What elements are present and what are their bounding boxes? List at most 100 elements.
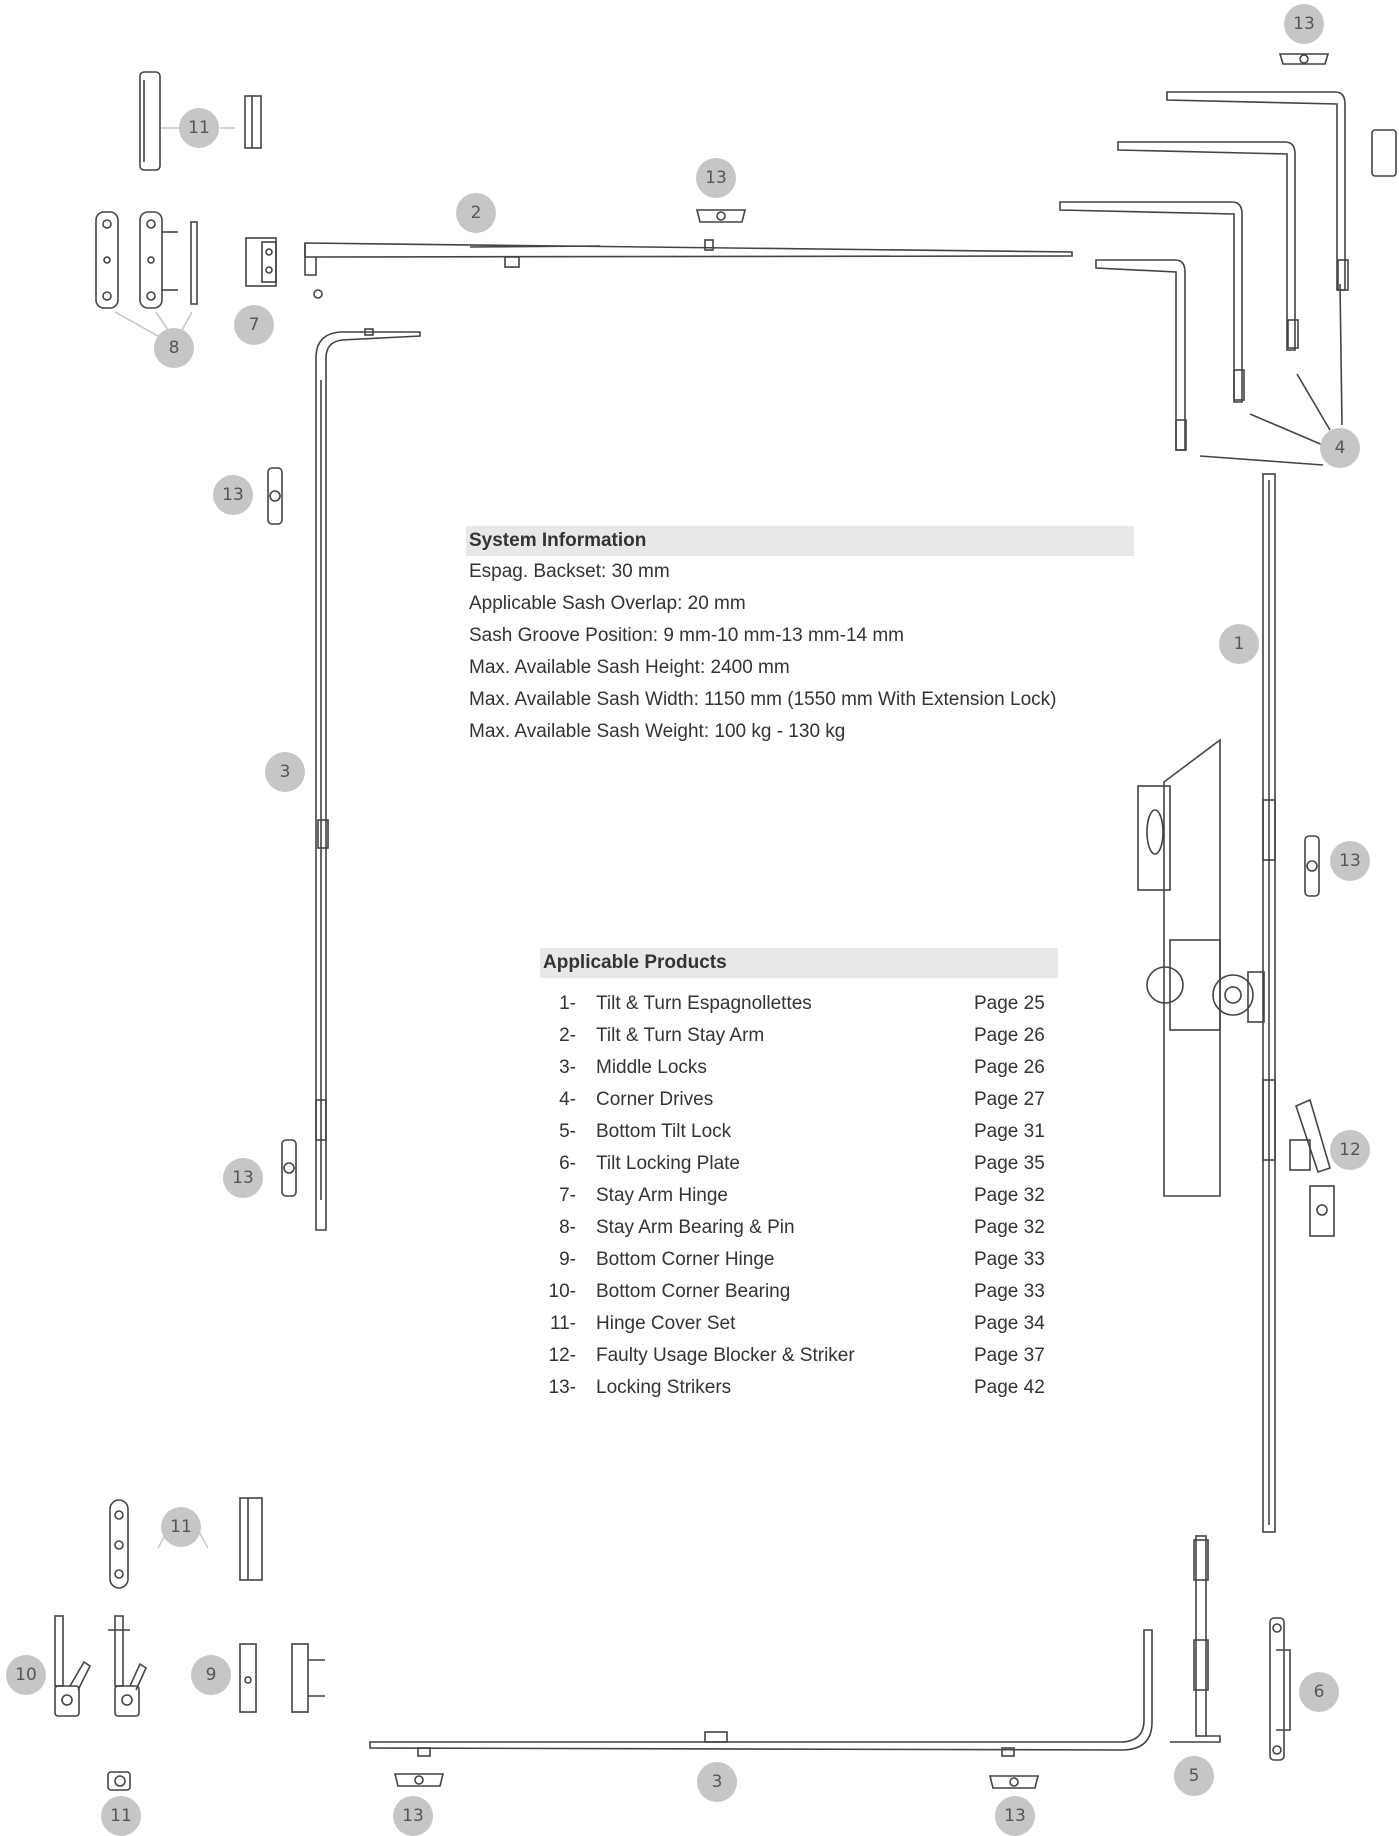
product-row: 9- Bottom Corner Hinge Page 33 [540,1244,1058,1276]
product-number: 11- [549,1313,576,1334]
callout-badge-5: 5 [1174,1756,1214,1796]
locking-striker-part [281,1139,297,1197]
product-page: Page 33 [974,1249,1045,1270]
product-name: Bottom Corner Hinge [596,1249,775,1270]
locking-striker-part [267,467,283,525]
product-page: Page 32 [974,1217,1045,1238]
hinge-cover-bottom-part [107,1497,263,1791]
product-page: Page 25 [974,993,1045,1014]
faulty-usage-blocker-part [1289,1098,1335,1237]
product-name: Stay Arm Hinge [596,1185,728,1206]
product-name: Faulty Usage Blocker & Striker [596,1345,855,1366]
middle-lock-left-part [315,328,421,1231]
product-row: 12- Faulty Usage Blocker & Striker Page 37 [540,1340,1058,1372]
product-name: Tilt & Turn Stay Arm [596,1025,765,1046]
info-line: Max. Available Sash Width: 1150 mm (1550… [469,689,1057,710]
product-number: 5- [559,1121,576,1142]
product-number: 7- [559,1185,576,1206]
info-line: Applicable Sash Overlap: 20 mm [469,593,746,614]
callout-badge-6: 6 [1299,1672,1339,1712]
product-row: 6- Tilt Locking Plate Page 35 [540,1148,1058,1180]
callout-badge-13: 13 [1330,841,1370,881]
product-number: 13- [548,1377,576,1398]
info-line: Max. Available Sash Weight: 100 kg - 130… [469,721,846,742]
callout-badge-11: 11 [161,1507,201,1547]
stay-arm-part [304,239,1073,299]
info-line: Max. Available Sash Height: 2400 mm [469,657,790,678]
product-row: 11- Hinge Cover Set Page 34 [540,1308,1058,1340]
product-page: Page 35 [974,1153,1045,1174]
callout-badge-12: 12 [1330,1130,1370,1170]
applicable-products: Applicable Products 1- Tilt & Turn Espagn… [540,948,1058,1404]
product-number: 10- [548,1281,576,1302]
bottom-tilt-lock-part [1170,1535,1221,1743]
product-name: Bottom Tilt Lock [596,1121,732,1142]
product-name: Tilt & Turn Espagnollettes [596,993,812,1014]
product-page: Page 27 [974,1089,1045,1110]
callout-badge-13: 13 [1284,4,1324,44]
product-page: Page 33 [974,1281,1045,1302]
bottom-corner-hinge-part [239,1643,325,1713]
product-row: 5- Bottom Tilt Lock Page 31 [540,1116,1058,1148]
lock-case-part [1137,738,1265,1197]
callout-badge-11: 11 [179,108,219,148]
product-name: Tilt Locking Plate [596,1153,740,1174]
espagnolette-part [1262,473,1276,1533]
product-number: 3- [559,1057,576,1078]
stay-arm-bearing-part [95,211,198,309]
product-row: 1- Tilt & Turn Espagnollettes Page 25 [540,988,1058,1020]
callout-badge-7: 7 [234,305,274,345]
product-number: 12- [548,1345,576,1366]
product-row: 13- Locking Strikers Page 42 [540,1372,1058,1404]
callout-badge-13: 13 [393,1796,433,1836]
callout-badge-13: 13 [995,1796,1035,1836]
callout-badge-1: 1 [1219,624,1259,664]
callout-badge-2: 2 [456,193,496,233]
product-page: Page 32 [974,1185,1045,1206]
callout-badge-13: 13 [223,1158,263,1198]
middle-lock-bottom-part [369,1629,1153,1757]
callout-badge-4: 4 [1320,428,1360,468]
hinge-cover-top-part [139,71,262,171]
product-row: 7- Stay Arm Hinge Page 32 [540,1180,1058,1212]
callout-badge-8: 8 [154,328,194,368]
product-page: Page 26 [974,1057,1045,1078]
product-page: Page 37 [974,1345,1045,1366]
callout-badge-13: 13 [696,158,736,198]
product-number: 9- [559,1249,576,1270]
stay-arm-hinge-part [245,237,277,287]
product-number: 6- [559,1153,576,1174]
bottom-corner-bearing-part [54,1615,148,1717]
product-row: 4- Corner Drives Page 27 [540,1084,1058,1116]
locking-striker-part [1304,835,1320,897]
product-page: Page 42 [974,1377,1045,1398]
product-number: 1- [559,993,576,1014]
locking-striker-part [695,53,1330,223]
product-name: Locking Strikers [596,1377,732,1398]
product-page: Page 34 [974,1313,1045,1334]
product-name: Bottom Corner Bearing [596,1281,791,1302]
system-information-title: System Information [466,526,1134,556]
tilt-locking-plate-part [1269,1617,1291,1761]
product-number: 4- [559,1089,576,1110]
corner-drive-part [1059,91,1397,466]
locking-striker-part [393,1773,1040,1789]
product-row: 3- Middle Locks Page 26 [540,1052,1058,1084]
callout-badge-11: 11 [101,1796,141,1836]
callout-badge-9: 9 [191,1655,231,1695]
callout-badge-13: 13 [213,475,253,515]
product-name: Stay Arm Bearing & Pin [596,1217,795,1238]
info-line: Sash Groove Position: 9 mm-10 mm-13 mm-1… [469,625,905,646]
callout-badge-3: 3 [697,1762,737,1802]
product-name: Middle Locks [596,1057,707,1078]
applicable-products-title: Applicable Products [540,948,1058,978]
product-page: Page 31 [974,1121,1045,1142]
callout-badge-10: 10 [6,1655,46,1695]
product-name: Corner Drives [596,1089,714,1110]
product-row: 10- Bottom Corner Bearing Page 33 [540,1276,1058,1308]
product-name: Hinge Cover Set [596,1313,736,1334]
product-page: Page 26 [974,1025,1045,1046]
